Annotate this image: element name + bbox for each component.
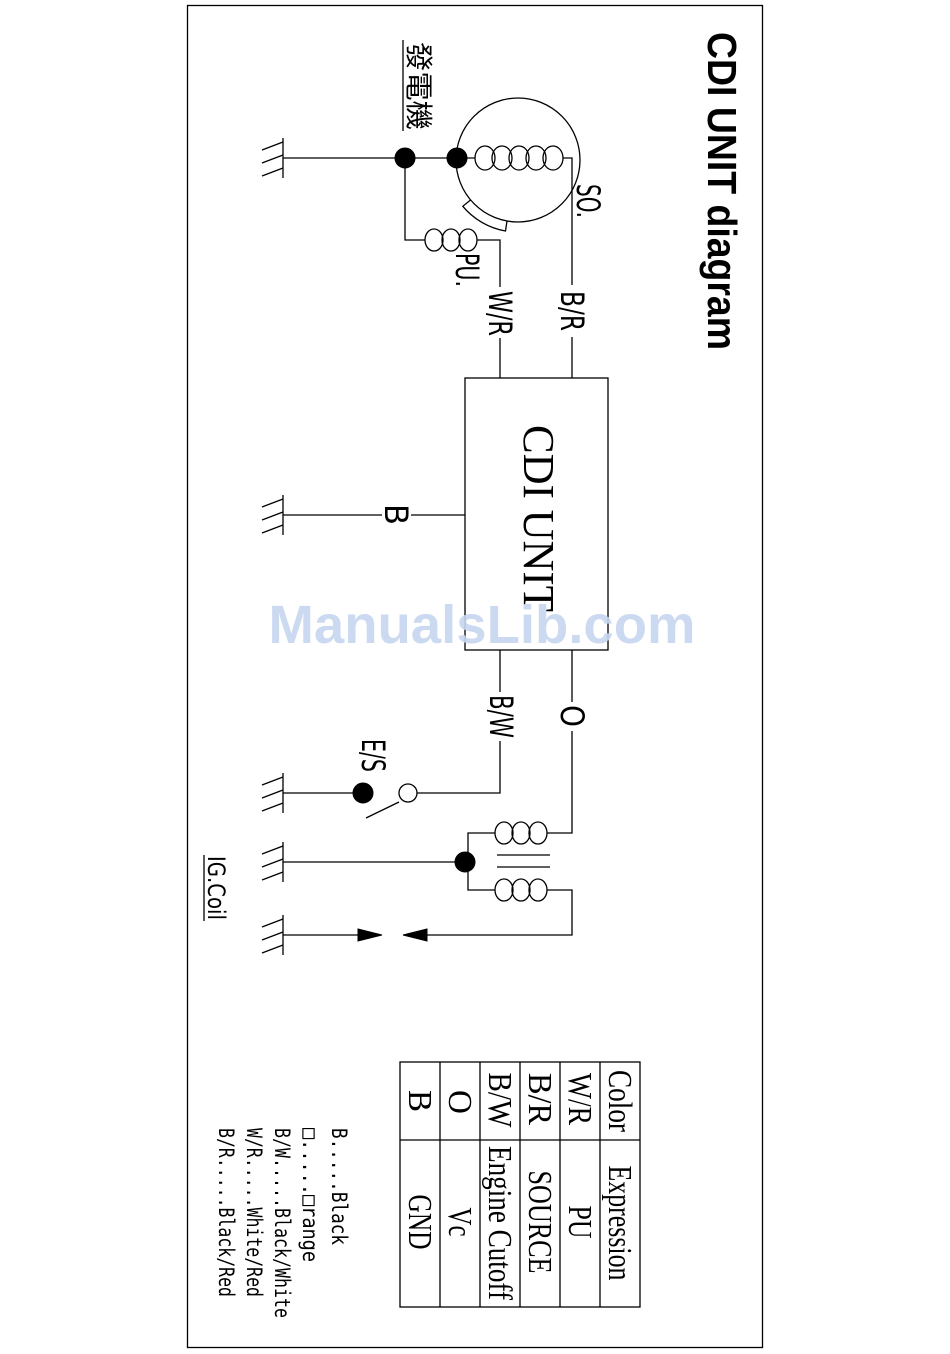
table-cell: PU	[561, 1206, 598, 1239]
spark-gap-arrow	[358, 929, 382, 941]
ignition-coil-label: IG.Coil	[202, 856, 230, 920]
switch-pivot-dot	[353, 783, 373, 803]
ignition-primary-coil	[495, 822, 547, 844]
color-legend: B.....Black □.....□range B/W.....Black/W…	[214, 1128, 351, 1318]
table-cell: B	[401, 1090, 438, 1112]
table-cell: GND	[401, 1195, 438, 1250]
source-coil	[475, 146, 563, 170]
engine-switch-label: E/S	[354, 739, 392, 772]
vc-wire	[547, 731, 572, 833]
table-cell: Vc	[441, 1208, 478, 1237]
ground-icon	[262, 915, 283, 955]
source-wire	[563, 158, 572, 285]
pickup-pole	[463, 200, 507, 231]
ground-wire-label: B	[377, 504, 415, 525]
table-cell: SOURCE	[521, 1171, 558, 1274]
vc-wire-label: O	[553, 705, 591, 727]
ground-icon	[262, 773, 283, 813]
cutoff-wire	[417, 741, 500, 793]
pickup-coil-label: PU.	[448, 253, 486, 287]
legend-item: W/R.....White/Red	[242, 1128, 266, 1297]
junction-dot	[455, 852, 475, 872]
table-cell: W/R	[561, 1073, 598, 1125]
ignition-secondary-coil	[495, 879, 547, 901]
cdi-unit-label: CDI UNIT	[514, 425, 563, 612]
generator-label: 發電機	[402, 42, 435, 130]
ground-icon	[262, 842, 283, 882]
pickup-wire-label: W/R	[481, 291, 519, 336]
table-cell: B/R	[521, 1073, 558, 1125]
pickup-wire	[405, 158, 425, 240]
pickup-coil	[425, 229, 477, 251]
legend-item: □.....□range	[298, 1128, 322, 1262]
cutoff-wire-label: B/W	[482, 695, 520, 738]
legend-item: B.....Black	[327, 1128, 351, 1245]
generator	[456, 98, 580, 231]
ground-icon	[262, 138, 283, 178]
legend-item: B/W.....Black/White	[270, 1128, 294, 1318]
color-table: Color Expression W/R PU B/R SOURCE B/W E…	[400, 1062, 640, 1307]
legend-item: B/R.....Black/Red	[214, 1128, 238, 1297]
high-tension-wire	[427, 890, 572, 935]
table-cell: Engine Cutoff	[481, 1146, 518, 1301]
spark-gap-arrow	[403, 929, 427, 941]
table-cell: B/W	[481, 1073, 518, 1129]
diagram-title: CDI UNIT diagram	[699, 32, 745, 350]
source-wire-label: B/R	[553, 291, 591, 331]
junction-dot	[447, 148, 467, 168]
table-header: Expression	[601, 1166, 638, 1281]
watermark: ManualsLib.com	[269, 595, 696, 655]
switch-contact	[399, 784, 417, 802]
ground-icon	[262, 495, 283, 535]
switch-arm	[366, 802, 399, 818]
source-coil-label: SO.	[569, 184, 607, 218]
ignition-coil-core	[497, 855, 550, 867]
table-cell: O	[441, 1090, 478, 1114]
table-header: Color	[601, 1070, 638, 1133]
